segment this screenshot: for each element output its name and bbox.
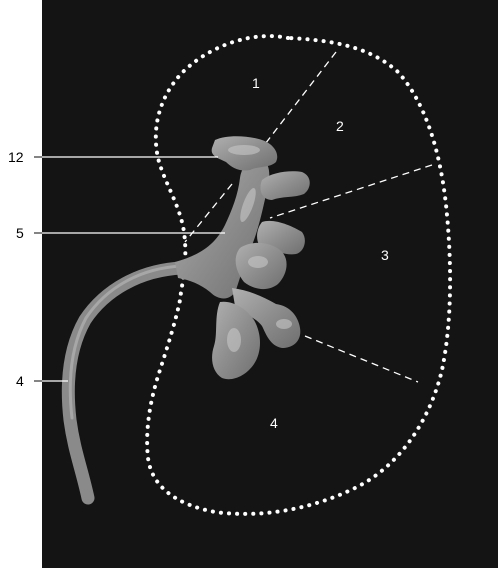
segment-1-label: 1 — [252, 75, 260, 91]
label-4: 4 — [16, 373, 24, 389]
label-5: 5 — [16, 225, 24, 241]
segment-2-label: 2 — [336, 118, 344, 134]
segment-3-label: 3 — [381, 247, 389, 263]
segment-4-label: 4 — [270, 415, 278, 431]
label-12: 12 — [8, 149, 24, 165]
